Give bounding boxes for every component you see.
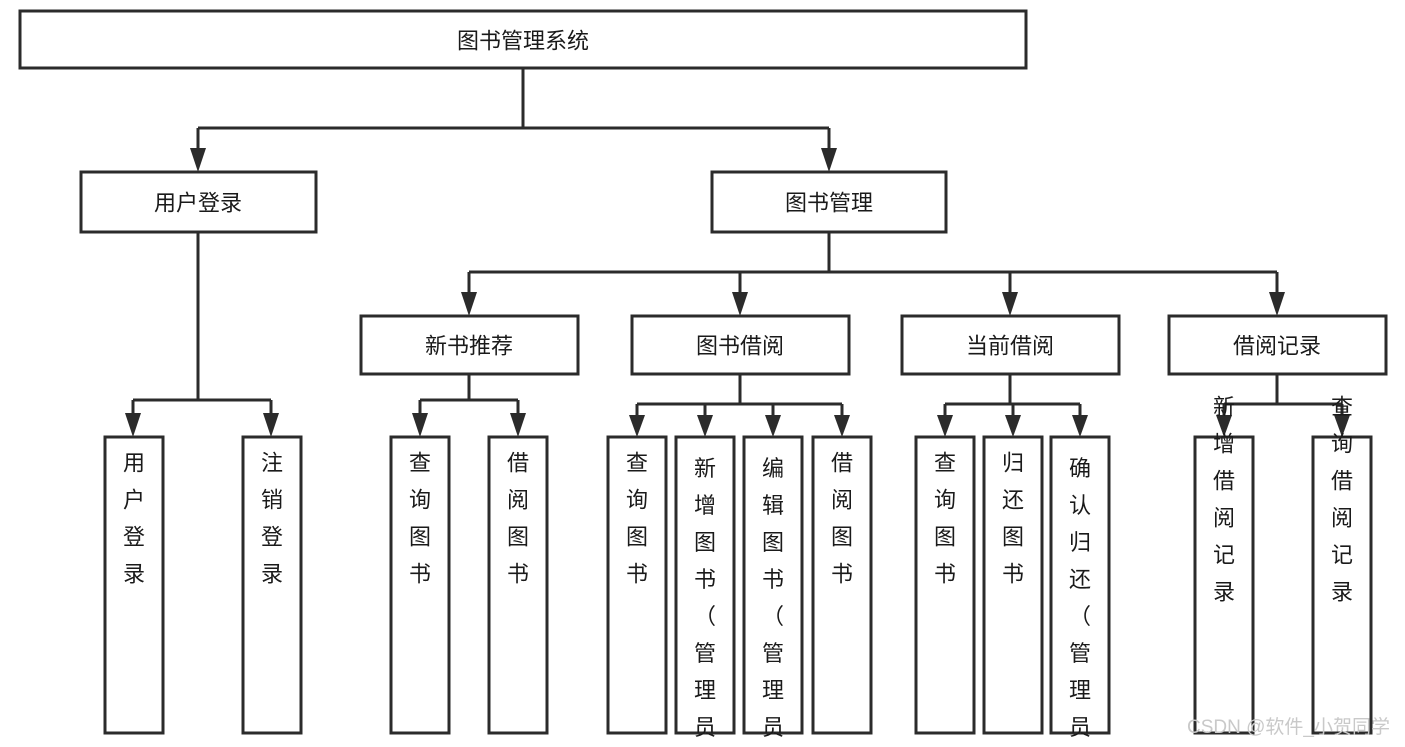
arrow-head-leaf-return-book [1005, 415, 1021, 437]
node-root[interactable]: 图书管理系统 [18, 9, 1028, 70]
node-leaf-query-book-1-box[interactable] [389, 435, 451, 735]
node-leaf-return-book-label: 归还图书 [1002, 451, 1024, 587]
connector-group-borrow-record [1216, 374, 1350, 437]
arrow-head-leaf-borrow-book-1 [510, 413, 526, 437]
node-leaf-query-book-2[interactable]: 查询图书 [606, 435, 668, 735]
node-new-book-recommend[interactable]: 新书推荐 [359, 314, 580, 376]
arrow-head-leaf-user-logout [263, 413, 279, 437]
node-leaf-query-book-3-label: 查询图书 [934, 451, 956, 587]
arrow-head-current-borrow [1002, 292, 1018, 316]
node-book-manage-label: 图书管理 [785, 191, 873, 216]
node-leaf-add-record-box[interactable] [1193, 435, 1255, 735]
node-current-borrow-label: 当前借阅 [966, 334, 1054, 359]
node-leaf-edit-book-label: 编辑图书（管理员） [762, 456, 784, 747]
node-leaf-query-record[interactable]: 查询借阅记录 [1311, 395, 1373, 735]
node-user-login[interactable]: 用户登录 [79, 170, 318, 234]
node-leaf-user-logout[interactable]: 注销登录 [241, 435, 303, 735]
arrow-head-leaf-query-book-3 [937, 415, 953, 437]
node-leaf-borrow-book-2[interactable]: 借阅图书 [811, 435, 873, 735]
connector-group-book-borrow [629, 374, 850, 437]
node-book-manage[interactable]: 图书管理 [710, 170, 948, 234]
arrow-head-leaf-query-book-1 [412, 413, 428, 437]
node-leaf-borrow-book-1-label: 借阅图书 [507, 451, 529, 587]
node-leaf-user-login-box[interactable] [103, 435, 165, 735]
arrow-head-leaf-add-record [1216, 415, 1232, 437]
node-leaf-user-login-label: 用户登录 [123, 451, 145, 587]
node-leaf-query-record-box[interactable] [1311, 435, 1373, 735]
node-current-borrow[interactable]: 当前借阅 [900, 314, 1121, 376]
node-leaf-borrow-book-1-box[interactable] [487, 435, 549, 735]
node-leaf-confirm-return-label: 确认归还（管理员） [1069, 456, 1091, 747]
watermark-label: CSDN @软件_小贺同学 [1187, 716, 1390, 738]
connector-group-root [190, 68, 837, 172]
node-user-login-box[interactable] [79, 170, 318, 234]
arrow-head-borrow-record [1269, 292, 1285, 316]
arrow-head-leaf-edit-book [765, 415, 781, 437]
node-new-book-recommend-box[interactable] [359, 314, 580, 376]
node-leaf-return-book[interactable]: 归还图书 [982, 435, 1044, 735]
node-book-borrow[interactable]: 图书借阅 [630, 314, 851, 376]
connector-group-new-book-recommend [412, 374, 526, 437]
node-leaf-query-book-2-label: 查询图书 [626, 451, 648, 587]
arrow-head-leaf-user-login [125, 413, 141, 437]
node-borrow-record[interactable]: 借阅记录 [1167, 314, 1388, 376]
node-leaf-query-record-label: 查询借阅记录 [1331, 395, 1353, 605]
node-leaf-borrow-book-2-box[interactable] [811, 435, 873, 735]
node-leaf-borrow-book-2-label: 借阅图书 [831, 451, 853, 587]
node-leaf-query-book-3[interactable]: 查询图书 [914, 435, 976, 735]
node-leaf-add-book-box[interactable] [674, 435, 736, 735]
node-leaf-add-record-label: 新增借阅记录 [1213, 395, 1235, 605]
node-current-borrow-box[interactable] [900, 314, 1121, 376]
node-user-login-label: 用户登录 [154, 191, 242, 216]
node-leaf-query-book-1-label: 查询图书 [409, 451, 431, 587]
node-leaf-add-book-label: 新增图书（管理员） [694, 456, 716, 747]
connector-group-user-login [125, 232, 279, 437]
node-leaf-query-book-2-box[interactable] [606, 435, 668, 735]
node-leaf-query-book-3-box[interactable] [914, 435, 976, 735]
node-leaf-user-logout-label: 注销登录 [261, 451, 283, 587]
node-leaf-edit-book-box[interactable] [742, 435, 804, 735]
node-leaf-confirm-return-box[interactable] [1049, 435, 1111, 735]
node-leaf-borrow-book-1[interactable]: 借阅图书 [487, 435, 549, 735]
node-leaf-user-logout-box[interactable] [241, 435, 303, 735]
arrow-head-user-login [190, 148, 206, 172]
arrow-head-leaf-query-book-2 [629, 415, 645, 437]
node-borrow-record-box[interactable] [1167, 314, 1388, 376]
node-new-book-recommend-label: 新书推荐 [425, 334, 513, 359]
node-leaf-add-record[interactable]: 新增借阅记录 [1193, 395, 1255, 735]
node-leaf-add-book[interactable]: 新增图书（管理员） [674, 435, 736, 747]
node-borrow-record-label: 借阅记录 [1233, 334, 1321, 359]
arrow-head-book-manage [821, 148, 837, 172]
node-root-label: 图书管理系统 [457, 29, 589, 54]
arrow-head-leaf-confirm-return [1072, 415, 1088, 437]
node-root-box[interactable] [18, 9, 1028, 70]
node-leaf-edit-book[interactable]: 编辑图书（管理员） [742, 435, 804, 747]
arrow-head-new-book-recommend [461, 292, 477, 316]
node-leaf-user-login[interactable]: 用户登录 [103, 435, 165, 735]
connector-group-book-manage [461, 232, 1285, 316]
arrow-head-leaf-query-record [1334, 415, 1350, 437]
node-leaf-query-book-1[interactable]: 查询图书 [389, 435, 451, 735]
node-book-borrow-box[interactable] [630, 314, 851, 376]
arrow-head-leaf-borrow-book-2 [834, 415, 850, 437]
node-book-borrow-label: 图书借阅 [696, 334, 784, 359]
node-leaf-return-book-box[interactable] [982, 435, 1044, 735]
node-book-manage-box[interactable] [710, 170, 948, 234]
arrow-head-leaf-add-book [697, 415, 713, 437]
arrow-head-book-borrow [732, 292, 748, 316]
node-leaf-confirm-return[interactable]: 确认归还（管理员） [1049, 435, 1111, 747]
connector-group-current-borrow [937, 374, 1088, 437]
